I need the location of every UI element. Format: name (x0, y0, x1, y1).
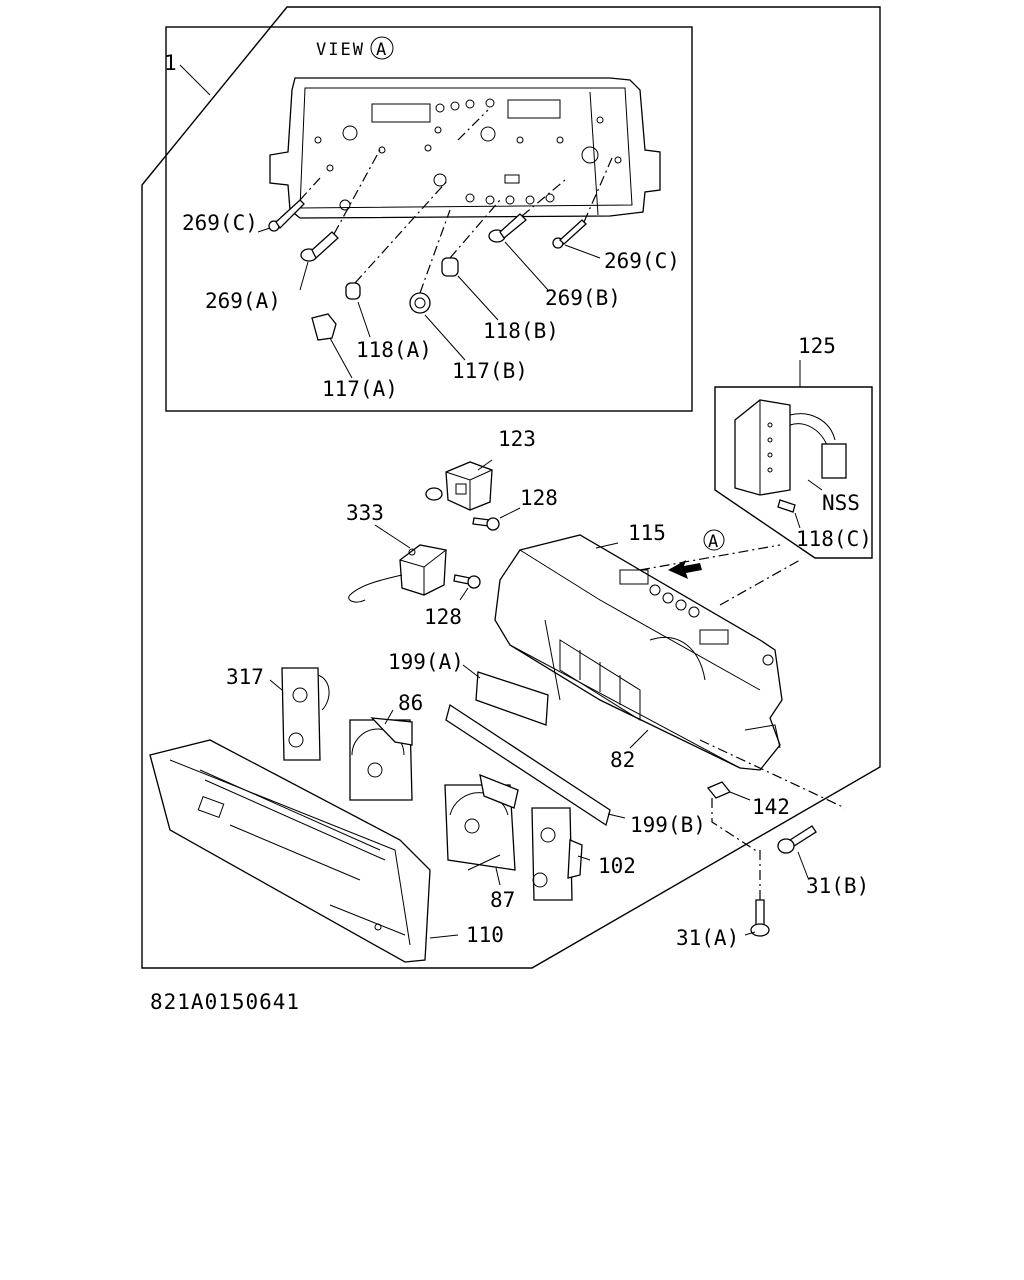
plate-199a (475, 671, 549, 726)
label-31b: 31(B) (806, 874, 869, 898)
label-199a: 199(A) (388, 650, 464, 674)
connector-inset-box (714, 386, 873, 559)
view-letter-circle (370, 36, 394, 60)
view-a-inset-box (165, 26, 693, 412)
leader-lines (179, 64, 823, 939)
label-110: 110 (466, 923, 504, 947)
diagram-code: 821A0150641 (150, 990, 301, 1014)
bulb-socket-117b (409, 292, 431, 314)
arrow-marker-circle (703, 529, 725, 551)
module-123 (425, 461, 493, 511)
label-117a: 117(A) (322, 377, 398, 401)
label-117b: 117(B) (452, 359, 528, 383)
label-115: 115 (628, 521, 666, 545)
label-118b: 118(B) (483, 319, 559, 343)
screw-31a (750, 899, 770, 937)
label-269c-right: 269(C) (604, 249, 680, 273)
bulb-socket-118a (345, 282, 361, 300)
label-nss: NSS (822, 491, 860, 515)
bulb-socket-118b (441, 257, 459, 277)
label-269c-left: 269(C) (182, 211, 258, 235)
label-199b: 199(B) (630, 813, 706, 837)
label-125: 125 (798, 334, 836, 358)
tachometer-87 (444, 773, 519, 871)
arrow-marker-letter: A (708, 532, 718, 552)
buzzer-333 (348, 544, 447, 603)
label-87: 87 (490, 888, 515, 912)
label-118a: 118(A) (356, 338, 432, 362)
label-269b: 269(B) (545, 286, 621, 310)
face-panel-110 (149, 739, 431, 963)
screw-269c-right (552, 219, 587, 249)
meter-board-rear-view (269, 77, 661, 219)
gauge-102 (531, 807, 583, 901)
screw-128-top (472, 517, 500, 531)
label-31a: 31(A) (676, 926, 739, 950)
label-82: 82 (610, 748, 635, 772)
label-123: 123 (498, 427, 536, 451)
screw-31b (777, 825, 817, 854)
gauge-317 (281, 667, 330, 761)
view-label: VIEW (316, 40, 365, 60)
label-128-bottom: 128 (424, 605, 462, 629)
label-317: 317 (226, 665, 264, 689)
screw-269b (488, 213, 527, 243)
connector-125 (734, 399, 847, 513)
strip-199b (445, 703, 611, 827)
screw-128-bottom (453, 574, 481, 589)
label-128-top: 128 (520, 486, 558, 510)
screw-269c-left (268, 199, 305, 232)
label-142: 142 (752, 795, 790, 819)
label-86: 86 (398, 691, 423, 715)
label-118c: 118(C) (796, 527, 872, 551)
view-letter: A (376, 40, 386, 60)
assembly-boundary (141, 6, 881, 969)
label-269a: 269(A) (205, 289, 281, 313)
speedometer-86 (349, 717, 413, 801)
bulb-socket-117a (311, 313, 337, 341)
label-102: 102 (598, 854, 636, 878)
screw-269a (300, 231, 339, 262)
meter-case-115 (494, 534, 783, 771)
label-1: 1 (164, 51, 177, 75)
view-a-arrow (668, 560, 702, 579)
label-333: 333 (346, 501, 384, 525)
clip-142 (706, 781, 732, 799)
